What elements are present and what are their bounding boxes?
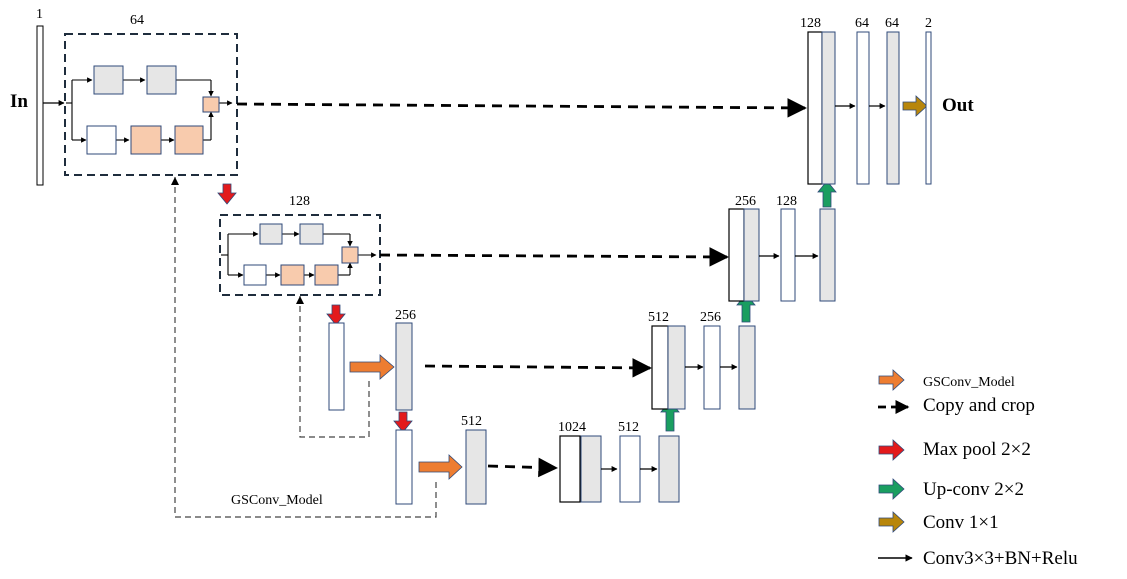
legend-maxpool-icon [878, 439, 905, 461]
legend-upconv-label: Up-conv 2×2 [923, 479, 1024, 500]
gsconv1-gray-box-a [93, 65, 124, 95]
enc1-channel-label: 64 [130, 13, 144, 28]
dec3-concat-bar-left [728, 208, 745, 302]
copy-crop-arrow-4 [487, 457, 558, 478]
gsconv1-peach-box-a [130, 125, 162, 155]
enc3-input-bar [328, 322, 345, 411]
dec3-conv-bar-a [780, 208, 796, 302]
gsconv-arrow-4 [418, 454, 463, 480]
dec2-concat-bar-left [807, 31, 823, 185]
bottleneck-concat-bar-left [559, 435, 581, 503]
dec2-concat-bar-right [821, 31, 836, 185]
dec3-conv-channel-label: 128 [776, 194, 797, 209]
dec4-concat-bar-left [651, 325, 669, 410]
dec3-concat-channel-label: 256 [735, 194, 756, 209]
copy-crop-arrow-3 [424, 358, 652, 378]
gsconv1-concat-box [202, 96, 220, 113]
enc4-channel-label: 512 [461, 414, 482, 429]
input-channel-label: 1 [36, 7, 43, 22]
gsconv-block-1 [64, 33, 238, 176]
maxpool-arrow-2 [326, 304, 346, 326]
dec2-conv1-channel-label: 64 [855, 16, 869, 31]
gsconv1-white-box [86, 125, 117, 155]
dec4-concat-channel-label: 512 [648, 310, 669, 325]
bottleneck-conv-bar-a [619, 435, 641, 503]
dec4-conv-channel-label: 256 [700, 310, 721, 325]
dec2-conv-bar-a [856, 31, 870, 185]
copy-crop-arrow-2 [379, 247, 729, 267]
bottleneck-channel-label: 1024 [558, 420, 586, 435]
legend-upconv-icon [878, 478, 905, 500]
output-label: Out [942, 95, 974, 116]
input-label: In [10, 91, 28, 112]
gsconv-feedback-line-1 [174, 177, 437, 518]
gsconv-feedback-line-2 [299, 296, 370, 438]
gsconv1-gray-box-b [146, 65, 177, 95]
gsconv2-peach-box-b [314, 264, 339, 286]
gsconv2-gray-box-b [299, 223, 324, 245]
legend-conv1x1-icon [878, 511, 905, 533]
bottleneck-conv-channel-label: 512 [618, 420, 639, 435]
output-bar [925, 31, 932, 185]
legend: GSConv_Model Copy and crop Max pool 2×2 … [878, 369, 1078, 569]
dec3-concat-bar-right [743, 208, 760, 302]
dec2-concat-channel-label: 128 [800, 16, 821, 31]
copy-crop-arrow-1 [236, 98, 807, 118]
conv1x1-arrow [902, 95, 928, 117]
gsconv-block-2-internals [221, 231, 377, 278]
dec4-conv-bar-a [703, 325, 721, 410]
input-bar [36, 25, 44, 186]
enc3-channel-label: 256 [395, 308, 416, 323]
bottleneck-concat-bar-right [580, 435, 602, 503]
enc4-input-bar [395, 429, 413, 505]
legend-conv1x1-label: Conv 1×1 [923, 512, 999, 533]
gsconv-feedback-arrowhead-2 [296, 296, 304, 304]
gsconv2-gray-box-a [259, 223, 283, 245]
gsconv-arrow-3 [349, 354, 395, 380]
dec4-conv-bar-b [738, 325, 756, 410]
legend-gsconv-icon [878, 369, 905, 391]
maxpool-arrow-1 [217, 183, 237, 205]
dec2-conv-bar-b [886, 31, 900, 185]
legend-copy-crop-label: Copy and crop [923, 395, 1035, 416]
upconv-arrow-2 [817, 180, 837, 208]
gsconv1-peach-box-b [174, 125, 204, 155]
legend-gsconv-label: GSConv_Model [923, 375, 1015, 390]
bottleneck-conv-bar-b [658, 435, 680, 503]
dec3-conv-bar-b [819, 208, 836, 302]
enc2-channel-label: 128 [289, 194, 310, 209]
maxpool-arrow-3 [393, 411, 413, 433]
gsconv2-concat-box [341, 246, 359, 264]
gsconv-caption: GSConv_Model [231, 493, 323, 508]
gsconv-feedback-arrowhead-1 [171, 177, 179, 185]
legend-conv-bn-relu-label: Conv3×3+BN+Relu [923, 548, 1078, 569]
gsconv-block-1-internals [66, 77, 233, 143]
enc3-output-bar [395, 322, 413, 411]
dec2-conv2-channel-label: 64 [885, 16, 899, 31]
output-channel-label: 2 [925, 16, 932, 31]
gsconv2-white-box [243, 264, 267, 286]
legend-maxpool-label: Max pool 2×2 [923, 439, 1031, 460]
dec4-concat-bar-right [667, 325, 686, 410]
enc4-output-bar [465, 429, 487, 505]
gsconv2-peach-box-a [280, 264, 305, 286]
